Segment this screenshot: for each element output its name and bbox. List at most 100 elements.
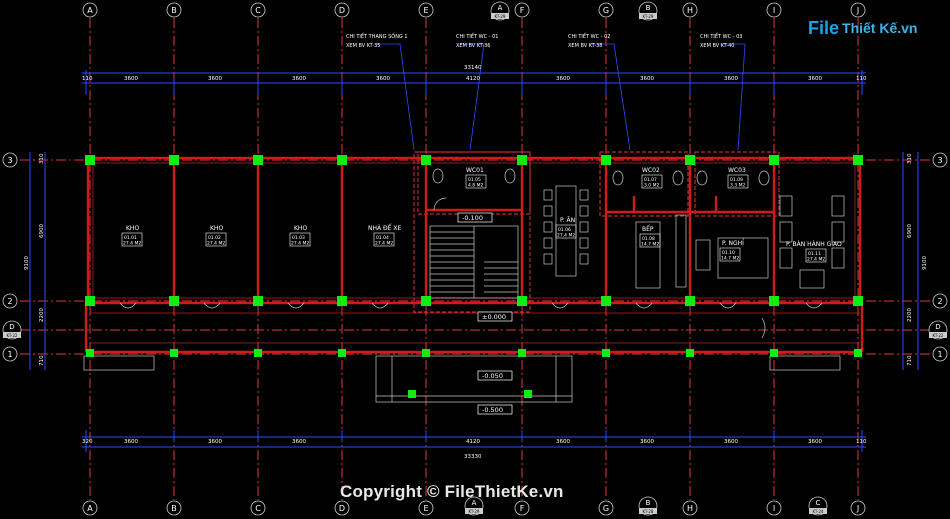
dim-segment: 3600 xyxy=(640,439,654,445)
section-ref: KT-28 xyxy=(643,509,654,514)
section-letter: B xyxy=(646,4,651,12)
callout-line: XEM BV KT-35 xyxy=(346,43,380,49)
room-area: 27.4 M2 xyxy=(557,233,575,239)
room-tag: 01.07 xyxy=(644,177,657,183)
room-name: P. ĂN xyxy=(560,217,575,224)
room-tag: 01.06 xyxy=(558,227,571,233)
dim-segment: 3600 xyxy=(292,439,306,445)
callout-leaders xyxy=(375,43,746,151)
grid-label: B xyxy=(171,504,177,513)
grid-label: 3 xyxy=(937,156,942,165)
grid-label: H xyxy=(687,504,693,513)
grid-label: G xyxy=(603,6,609,15)
grid-label: J xyxy=(856,504,859,513)
room-tag: 01.11 xyxy=(808,251,821,257)
dim-segment: 110 xyxy=(856,439,867,445)
section-ref: KT-29 xyxy=(469,509,480,514)
callout-texts: CHI TIẾT THANG SỐNG 1 XEM BV KT-35 CHI T… xyxy=(346,32,742,49)
logo-rest-text: Thiết Kế.vn xyxy=(842,20,918,36)
dim-total-right: 9100 xyxy=(922,256,928,270)
room-name: KHO xyxy=(210,225,223,232)
room-area: 27.4 M2 xyxy=(291,241,309,247)
room-name: KHO xyxy=(126,225,139,232)
room-area: 14.7 M2 xyxy=(721,256,739,262)
dim-segment: 310 xyxy=(39,153,45,164)
section-ref: KT-24 xyxy=(813,509,824,514)
grid-labels-rows: 3 2 1 3 2 1 xyxy=(7,156,942,359)
grid-label: G xyxy=(603,504,609,513)
dim-segment: 110 xyxy=(82,76,93,82)
logo-file-text: File xyxy=(808,17,840,38)
callout-line: CHI TIẾT WC - 03 xyxy=(700,32,742,40)
room-name: WC01 xyxy=(466,167,484,174)
dim-segment: 3600 xyxy=(808,439,822,445)
dim-segment: 110 xyxy=(856,76,867,82)
dim-total-bottom: 33330 xyxy=(464,454,482,460)
brand-logo: File Thiết Kế.vn xyxy=(808,14,917,42)
room-tag: 01.01 xyxy=(124,235,137,241)
grid-label: F xyxy=(520,6,525,15)
callout-line: XEM BV KT-38 xyxy=(568,43,602,49)
callout-line: CHI TIẾT THANG SỐNG 1 xyxy=(346,32,408,40)
grid-label: A xyxy=(87,504,93,513)
dim-total-left: 9100 xyxy=(24,256,30,270)
callout-line: CHI TIẾT WC - 02 xyxy=(568,32,610,40)
grid-bubbles-rows xyxy=(2,152,948,362)
room-tag: 01.09 xyxy=(730,177,743,183)
section-ref: KT-29 xyxy=(495,14,506,19)
dim-segment: 4120 xyxy=(466,76,480,82)
dim-segment: 2200 xyxy=(907,308,913,322)
dim-segment: 3600 xyxy=(640,76,654,82)
doors xyxy=(119,197,823,339)
level-label: ±0.000 xyxy=(482,313,506,321)
section-ref: KT-29 xyxy=(643,14,654,19)
grid-bubbles-bottom xyxy=(82,500,866,516)
dim-segment: 310 xyxy=(907,153,913,164)
entrance-steps xyxy=(83,355,841,403)
room-tag: 01.03 xyxy=(292,235,305,241)
grid-label: I xyxy=(773,504,775,513)
callout-line: XEM BV KT-36 xyxy=(456,43,490,49)
room-name: P. BÀN HÀNH GIAO xyxy=(786,241,842,248)
dimension-lines xyxy=(29,70,919,452)
room-tag: 01.05 xyxy=(468,177,481,183)
room-name: P. NGHỈ xyxy=(722,239,744,247)
dim-segment: 3600 xyxy=(808,76,822,82)
grid-label: H xyxy=(687,6,693,15)
grid-label: C xyxy=(255,504,261,513)
dim-segment: 710 xyxy=(907,355,913,366)
dim-segment: 3600 xyxy=(124,439,138,445)
room-area: 27.4 M2 xyxy=(375,241,393,247)
grid-labels-bottom: A B C D E F G H I J xyxy=(87,504,859,513)
grid-label: 1 xyxy=(7,350,12,359)
section-letter: A xyxy=(498,4,503,12)
room-area: 14.7 M2 xyxy=(641,242,659,248)
dim-segment: 6900 xyxy=(39,224,45,238)
dim-total-top: 33140 xyxy=(464,65,482,71)
grid-label: C xyxy=(255,6,261,15)
room-name: BẾP xyxy=(642,225,654,233)
dim-segment: 3600 xyxy=(556,76,570,82)
room-labels: KHO 01.01 27.4 M2 KHO 01.02 27.4 M2 KHO … xyxy=(123,167,842,263)
copyright-watermark: Copyright © FileThietKe.vn xyxy=(340,482,564,501)
dim-segment: 3600 xyxy=(292,76,306,82)
room-area: 3.3 M2 xyxy=(730,183,745,189)
dim-segment: 4120 xyxy=(466,439,480,445)
grid-bubbles-top xyxy=(82,2,866,18)
grid-label: E xyxy=(423,6,428,15)
dim-segment: 6900 xyxy=(907,224,913,238)
section-letter: C xyxy=(816,499,821,507)
dim-segment: 3600 xyxy=(376,76,390,82)
section-marker-bars xyxy=(3,13,947,514)
grid-label: D xyxy=(339,504,345,513)
section-marker-labels: A KT-29 B KT-29 A KT-29 B KT-28 C KT-24 … xyxy=(7,4,944,514)
dim-segment: 3600 xyxy=(556,439,570,445)
grid-label: A xyxy=(87,6,93,15)
room-name: NHÀ ĐỂ XE xyxy=(368,224,401,232)
grid-label: I xyxy=(773,6,775,15)
furniture xyxy=(432,168,845,289)
section-letter: A xyxy=(472,499,477,507)
room-name: WC02 xyxy=(642,167,660,174)
section-ref: KT-22 xyxy=(7,333,18,338)
